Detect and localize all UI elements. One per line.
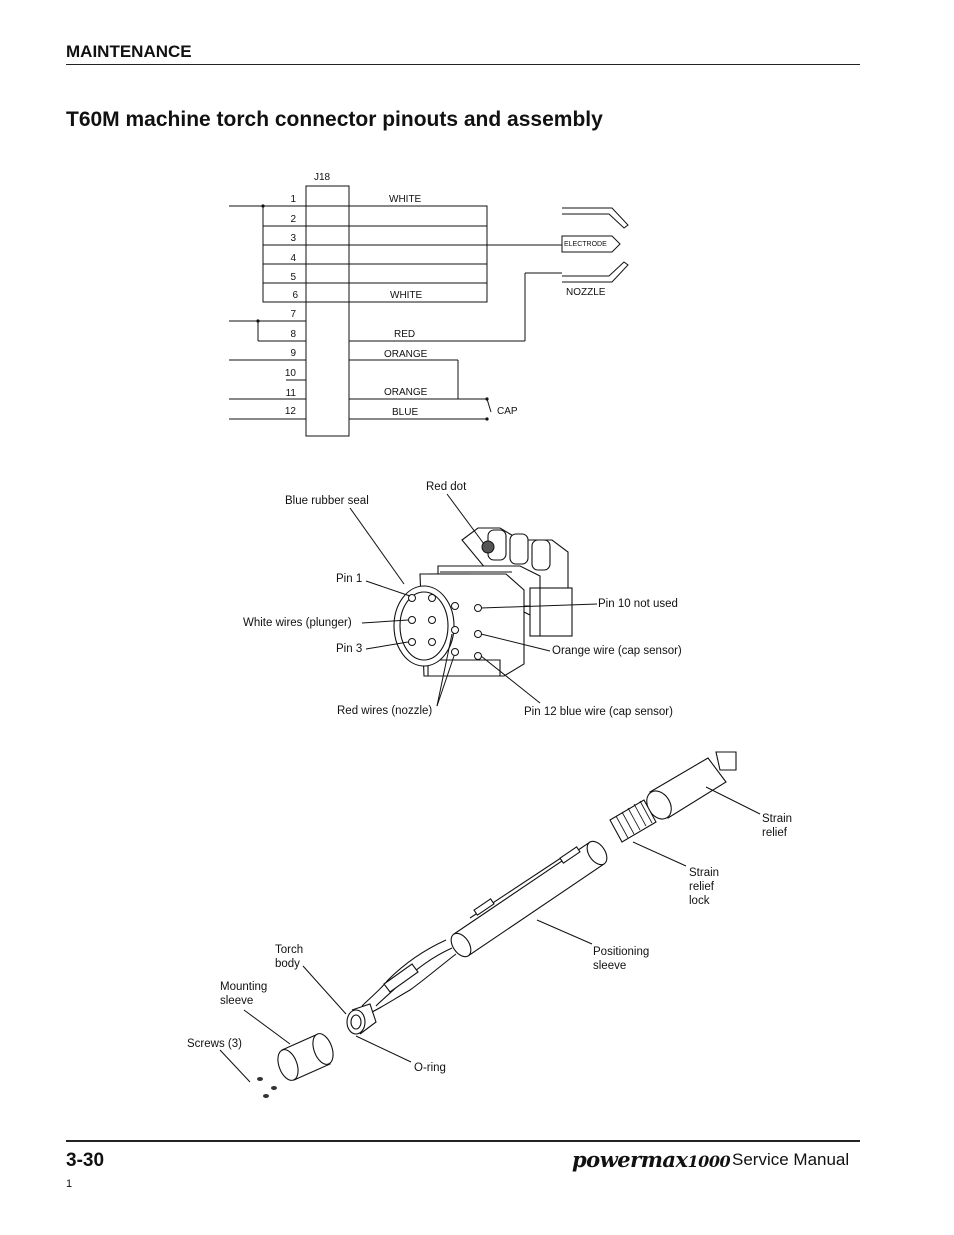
label-strain-relief-lock: relief	[689, 881, 715, 893]
label-pin-3: Pin 3	[336, 643, 362, 655]
electrode-nozzle-icon	[561, 207, 629, 283]
label-red-wires: Red wires (nozzle)	[337, 705, 432, 717]
footer-rule	[66, 1140, 860, 1142]
j18-label: J18	[314, 172, 331, 183]
wire-label-red: RED	[394, 329, 415, 340]
connector-diagram: Red dot Blue rubber seal Pin 1 White wir…	[243, 481, 682, 718]
label-strain-relief-lock: Strain	[689, 867, 719, 879]
pin-label: 3	[290, 233, 296, 244]
pin-label: 1	[290, 194, 296, 205]
label-screws: Screws (3)	[187, 1038, 242, 1050]
label-mounting-sleeve: Mounting	[220, 981, 267, 993]
page-title: T60M machine torch connector pinouts and…	[66, 108, 603, 131]
label-orange-wire: Orange wire (cap sensor)	[552, 645, 682, 657]
label-red-dot: Red dot	[426, 481, 467, 493]
white-wire-bundle	[262, 205, 488, 303]
strain-relief-lock	[609, 799, 657, 843]
wire-label-orange: ORANGE	[384, 349, 428, 360]
nozzle-label: NOZZLE	[566, 287, 606, 298]
logo-text: powermax	[572, 1147, 688, 1172]
pin-label: 9	[290, 348, 296, 359]
label-strain-relief: Strain	[762, 813, 792, 825]
label-blue-rubber-seal: Blue rubber seal	[285, 495, 369, 507]
pin-label: 7	[290, 309, 296, 320]
pin-label: 11	[286, 388, 297, 399]
powermax-logo: powermax1000	[572, 1147, 731, 1172]
label-torch-body: Torch	[275, 944, 303, 956]
label-pin-10: Pin 10 not used	[598, 598, 678, 610]
wiring-schematic: J18 1 2 3 4 5 6 7 8 9 10 11 12 WHITE WHI…	[229, 172, 629, 437]
section-heading: MAINTENANCE	[66, 42, 192, 61]
label-positioning-sleeve: Positioning	[593, 946, 649, 958]
pin-label: 2	[290, 214, 296, 225]
pin-label: 4	[290, 253, 296, 264]
screws-icon	[257, 1077, 277, 1098]
cap-switch	[486, 398, 492, 413]
page-number: 3-30	[66, 1150, 105, 1171]
wire-label-orange: ORANGE	[384, 387, 428, 398]
manual-title: Service Manual	[732, 1150, 850, 1169]
pin-label: 12	[285, 406, 297, 417]
logo-number: 1000	[687, 1152, 731, 1171]
torch-assembly-diagram: Strain relief Strain relief lock Positio…	[187, 751, 792, 1098]
pin-label: 6	[292, 290, 298, 301]
label-white-wires: White wires (plunger)	[243, 617, 352, 629]
red-dot-marker	[481, 540, 495, 554]
label-strain-relief: relief	[762, 827, 788, 839]
pin-label: 10	[285, 368, 297, 379]
label-strain-relief-lock: lock	[689, 895, 710, 907]
label-pin-12: Pin 12 blue wire (cap sensor)	[524, 706, 673, 718]
header-rule	[66, 64, 860, 65]
j18-connector-body	[305, 185, 350, 437]
pin-label: 5	[290, 272, 296, 283]
pin-label: 8	[290, 329, 296, 340]
cap-label: CAP	[497, 406, 518, 417]
revision-number: 1	[66, 1178, 73, 1190]
label-mounting-sleeve: sleeve	[220, 995, 253, 1007]
label-o-ring: O-ring	[414, 1062, 446, 1074]
wire-label-blue: BLUE	[392, 407, 418, 418]
wire-label-white: WHITE	[390, 290, 423, 301]
label-torch-body: body	[275, 958, 300, 970]
label-positioning-sleeve: sleeve	[593, 960, 626, 972]
label-pin-1: Pin 1	[336, 573, 362, 585]
electrode-label: ELECTRODE	[564, 241, 607, 248]
wire-label-white: WHITE	[389, 194, 422, 205]
